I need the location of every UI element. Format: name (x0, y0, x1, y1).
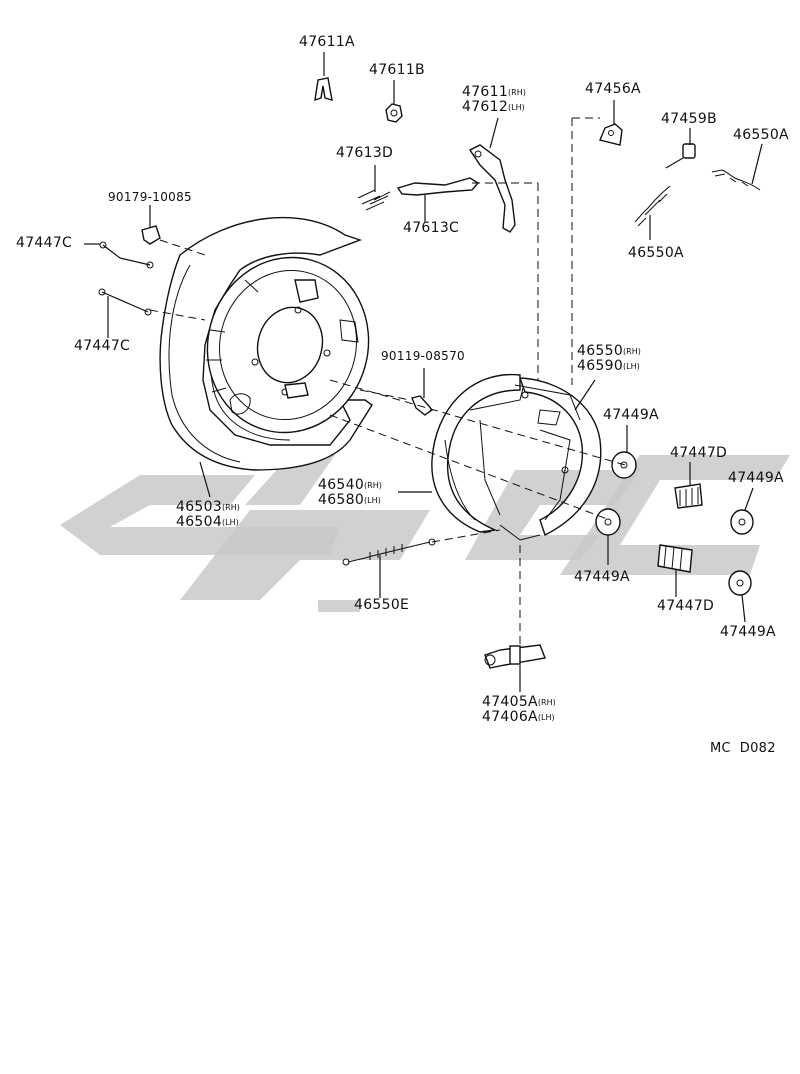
screw-47459B (665, 143, 696, 169)
label-group-47405A-47406A: 47405A(RH) 47406A(LH) (482, 695, 556, 725)
label-47405A: 47405A(RH) (482, 694, 556, 710)
label-group-46540-46580: 46540(RH) 46580(LH) (318, 478, 382, 508)
spring-46550A-mid (634, 185, 671, 227)
pin-47447C-b (98, 288, 152, 316)
label-47447D-a: 47447D (670, 445, 728, 461)
collar-90179 (141, 225, 161, 245)
label-47447D-b: 47447D (657, 598, 715, 614)
label-47447C-b: 47447C (74, 338, 131, 354)
label-46590: 46590(LH) (577, 358, 640, 374)
lever-47611 (468, 144, 516, 233)
alignment-lines (149, 117, 626, 650)
label-47449A-b: 47449A (728, 470, 784, 486)
label-46550A-top: 46550A (733, 127, 789, 143)
label-47459B: 47459B (661, 111, 717, 127)
adjuster-47405A (484, 644, 546, 669)
spring-47447D-a (674, 483, 703, 509)
leader-lines (84, 52, 763, 692)
plate-47456A (599, 123, 623, 146)
watermark-logo (60, 455, 790, 612)
nut-47611B (385, 103, 403, 123)
label-47611A: 47611A (299, 34, 355, 50)
spring-46550A-top (711, 169, 761, 191)
spring-47447D-b (657, 544, 693, 573)
label-47456A: 47456A (585, 81, 641, 97)
label-47449A-a: 47449A (603, 407, 659, 423)
label-47406A: 47406A(LH) (482, 709, 555, 725)
washer-47449A-c (595, 508, 621, 536)
diagram-code: MC D082 (710, 741, 776, 756)
label-46550A-mid: 46550A (628, 245, 684, 261)
label-90179-10085: 90179-10085 (108, 190, 192, 204)
spring-46550E (342, 538, 436, 566)
washer-47449A-d (728, 570, 752, 596)
label-47611: 47611(RH) (462, 84, 526, 100)
label-46540: 46540(RH) (318, 477, 382, 493)
label-46504: 46504(LH) (176, 514, 239, 530)
backing-plate-46503 (159, 216, 373, 471)
label-47613D: 47613D (336, 145, 394, 161)
label-46503: 46503(RH) (176, 499, 240, 515)
washer-47449A-b (730, 509, 754, 535)
label-47449A-c: 47449A (574, 569, 630, 585)
label-47611B: 47611B (369, 62, 425, 78)
label-46550E: 46550E (354, 597, 410, 613)
label-47449A-d: 47449A (720, 624, 776, 640)
label-group-46550-46590: 46550(RH) 46590(LH) (577, 344, 641, 374)
label-47447C-a: 47447C (16, 235, 73, 251)
bolt-90119 (411, 395, 434, 416)
label-47613C: 47613C (403, 220, 460, 236)
label-group-47611-47612: 47611(RH) 47612(LH) (462, 85, 526, 115)
label-90119-08570: 90119-08570 (381, 349, 465, 363)
label-46550: 46550(RH) (577, 343, 641, 359)
pin-47447C-a (99, 241, 154, 269)
brake-shoe-46550 (514, 377, 602, 536)
strut-47613C (396, 177, 480, 196)
label-group-46503-46504: 46503(RH) 46504(LH) (176, 500, 240, 530)
clip-47611A (314, 77, 333, 102)
spring-47613D (357, 189, 391, 211)
label-47612: 47612(LH) (462, 99, 525, 115)
label-46580: 46580(LH) (318, 492, 381, 508)
